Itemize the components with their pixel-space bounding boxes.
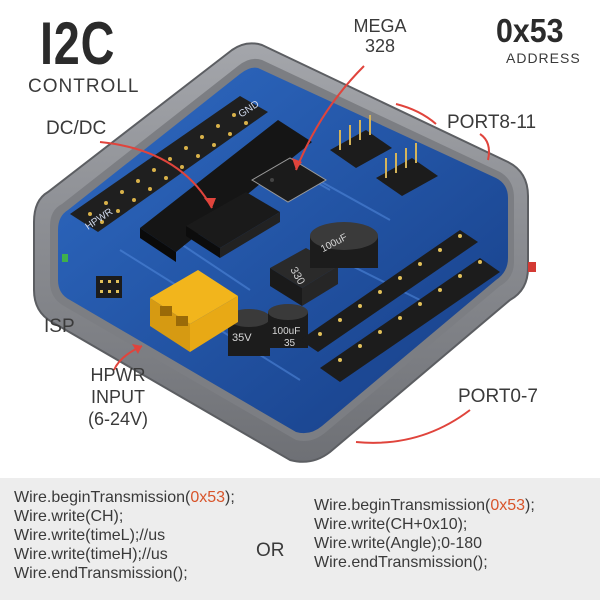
- code-text: );: [225, 489, 235, 506]
- code-text: Wire.beginTransmission(: [14, 489, 191, 506]
- code-left-line-4: Wire.write(timeH);//us: [14, 546, 168, 563]
- dcdc-chip: [186, 192, 280, 258]
- mcu-arrow: [295, 65, 365, 171]
- power-input-label: HPWR INPUT (6-24V): [78, 364, 158, 430]
- arrow-heads: [132, 158, 302, 354]
- subtitle: CONTROLL: [28, 76, 140, 97]
- port-0-7-headers: [300, 230, 500, 382]
- port07-arrow: [355, 409, 471, 444]
- code-block-left: Wire.beginTransmission(0x53); Wire.write…: [14, 488, 235, 583]
- isp-label: ISP: [44, 316, 75, 337]
- header-block: [140, 120, 312, 262]
- code-right-line-4: Wire.endTransmission();: [314, 554, 488, 571]
- code-panel: [0, 478, 600, 600]
- code-right-line-1: Wire.beginTransmission(0x53);: [314, 496, 535, 515]
- cap-small-2-label: 100uF: [272, 326, 301, 337]
- port-8-11-headers: [330, 115, 438, 196]
- title: I2C: [40, 10, 116, 77]
- dcdc-arrow: [99, 141, 213, 209]
- port811-arrow-right: [479, 133, 490, 161]
- code-text: Wire.beginTransmission(: [314, 497, 491, 514]
- cap-small-2-voltage: 35: [284, 338, 296, 349]
- power-label-line2: INPUT: [91, 387, 145, 407]
- capacitor-large: [310, 222, 378, 268]
- cap-small-1-label: 35V: [232, 332, 252, 344]
- code-left-line-5: Wire.endTransmission();: [14, 565, 188, 582]
- code-hex-address: 0x53: [190, 489, 226, 506]
- isp-header: [96, 276, 122, 298]
- code-left-line-1: Wire.beginTransmission(0x53);: [14, 488, 235, 507]
- code-right-line-3: Wire.write(Angle);0-180: [314, 535, 483, 552]
- code-left-line-2: Wire.write(CH);: [14, 508, 124, 525]
- port811-arrow-top: [395, 103, 437, 125]
- power-label-line3: (6-24V): [87, 409, 149, 429]
- capacitor-small-2: [268, 304, 308, 348]
- address-label: ADDRESS: [506, 50, 581, 66]
- mcu-label-line2: 328: [364, 36, 396, 56]
- mcu-label-line1: MEGA: [353, 16, 407, 36]
- port-0-7-label: PORT0-7: [458, 386, 538, 407]
- mcu-chip: [251, 157, 327, 203]
- power-connector: [150, 270, 238, 352]
- dcdc-label: DC/DC: [46, 118, 107, 139]
- power-label-line1: HPWR: [90, 365, 146, 385]
- code-left-line-3: Wire.write(timeL);//us: [14, 527, 166, 544]
- or-separator: OR: [256, 540, 285, 561]
- code-text: );: [525, 497, 535, 514]
- address-value: 0x53: [496, 12, 564, 49]
- led-green: [62, 254, 68, 262]
- callout-arrows: [99, 65, 490, 444]
- code-hex-address: 0x53: [490, 497, 526, 514]
- capacitor-small-1: [228, 309, 270, 356]
- mcu-label: MEGA 328: [352, 16, 408, 56]
- port-8-11-label: PORT8-11: [447, 112, 537, 133]
- side-marker-red: [528, 262, 536, 272]
- code-block-right: Wire.beginTransmission(0x53); Wire.write…: [314, 496, 535, 572]
- code-right-line-2: Wire.write(CH+0x10);: [314, 516, 468, 533]
